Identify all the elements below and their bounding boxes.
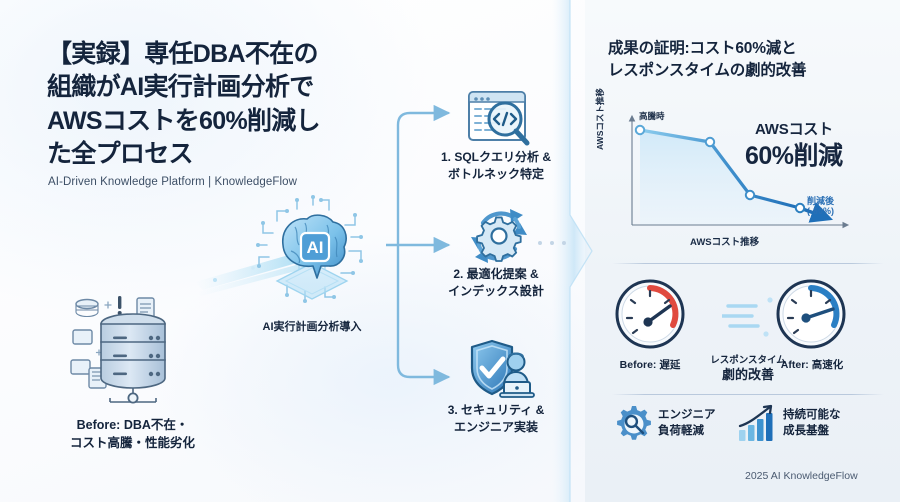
chart-peak-label: 高騰時 [639, 111, 665, 121]
dot-1 [538, 241, 542, 245]
database-stack-icon [70, 296, 166, 404]
title-line-2: 組織がAI実行計画分析で [47, 73, 314, 102]
step-1-line1: 1. SQLクエリ分析 & [440, 150, 551, 164]
chart-annotation-line2: (-60%) [807, 206, 835, 216]
dot-2 [550, 241, 554, 245]
code-search-window-icon [468, 91, 530, 146]
speedometer-red-icon [615, 279, 685, 349]
page-title: 【実録】専任DBA不在の 組織がAI実行計画分析で AWSコストを60%削減し … [47, 38, 392, 171]
shield-check-engineer-icon [470, 339, 535, 398]
benefit-2-line1: 持続可能な [783, 409, 841, 421]
title-line-1: 【実録】専任DBA不在の [47, 40, 318, 68]
chart-y-axis-label: AWSコスト推移 [595, 88, 605, 150]
panel-divider-lower [612, 394, 884, 395]
growth-bar-chart-icon [738, 404, 773, 441]
gear-wrench-icon [617, 406, 651, 440]
cost-callout-small: AWSコスト [755, 121, 833, 138]
before-label-line1: Before: DBA不在・ [76, 418, 189, 432]
title-line-3: AWSコストを60%削減し [47, 106, 321, 135]
dot-3 [562, 241, 566, 245]
panel-divider-upper [612, 263, 884, 264]
cost-callout-large: 60%削減 [745, 142, 843, 170]
chart-x-axis-label: AWSコスト推移 [690, 237, 760, 248]
gauge-after-label: After: 高速化 [780, 359, 844, 371]
benefit-1-line1: エンジニア [658, 409, 716, 421]
ai-badge-text: AI [307, 238, 324, 257]
panel-chevron-divider [552, 0, 593, 502]
step-1-line2: ボトルネック特定 [447, 167, 544, 182]
results-title-line1: 成果の証明:コスト60%減と [608, 40, 797, 57]
title-line-4: た全プロセス [47, 139, 194, 168]
motion-speed-lines-icon [722, 297, 773, 337]
branching-connector-arrows [386, 104, 451, 386]
footer-credit: 2025 AI KnowledgeFlow [745, 470, 858, 482]
step-1-label: 1. SQLクエリ分析 & ボトルネック特定 [416, 149, 576, 184]
response-time-label-line2: 劇的改善 [721, 367, 774, 382]
center-block-label: AI実行計画分析導入 [262, 321, 362, 333]
results-panel-title: 成果の証明:コスト60%減と レスポンスタイムの劇的改善 [608, 38, 888, 83]
decorative-dots [538, 241, 578, 247]
gauge-before-label: Before: 遅延 [619, 359, 681, 371]
benefit-2-line2: 成長基盤 [783, 425, 829, 437]
step-2-label: 2. 最適化提案 & インデックス設計 [416, 266, 576, 301]
step-3-label: 3. セキュリティ & エンジニア実装 [416, 402, 576, 437]
benefit-1-line2: 負荷軽減 [658, 425, 704, 437]
results-title-line2: レスポンスタイムの劇的改善 [608, 62, 807, 80]
gear-refresh-arrows-icon [471, 209, 527, 263]
step-2-line1: 2. 最適化提案 & [453, 267, 539, 281]
chart-annotation-line1: 削減後 [807, 196, 835, 206]
step-3-line1: 3. セキュリティ & [447, 403, 545, 417]
speedometer-blue-icon [776, 279, 846, 349]
before-label-line2: コスト高騰・性能劣化 [69, 436, 195, 450]
aws-cost-line-chart [628, 114, 850, 229]
step-3-line2: エンジニア実装 [453, 420, 538, 435]
response-time-label-line1: レスポンスタイム [710, 355, 786, 366]
step-2-line2: インデックス設計 [448, 284, 544, 299]
ai-brain-chip-icon: AI [256, 195, 363, 303]
page-subtitle: AI-Driven Knowledge Platform | Knowledge… [48, 176, 297, 188]
